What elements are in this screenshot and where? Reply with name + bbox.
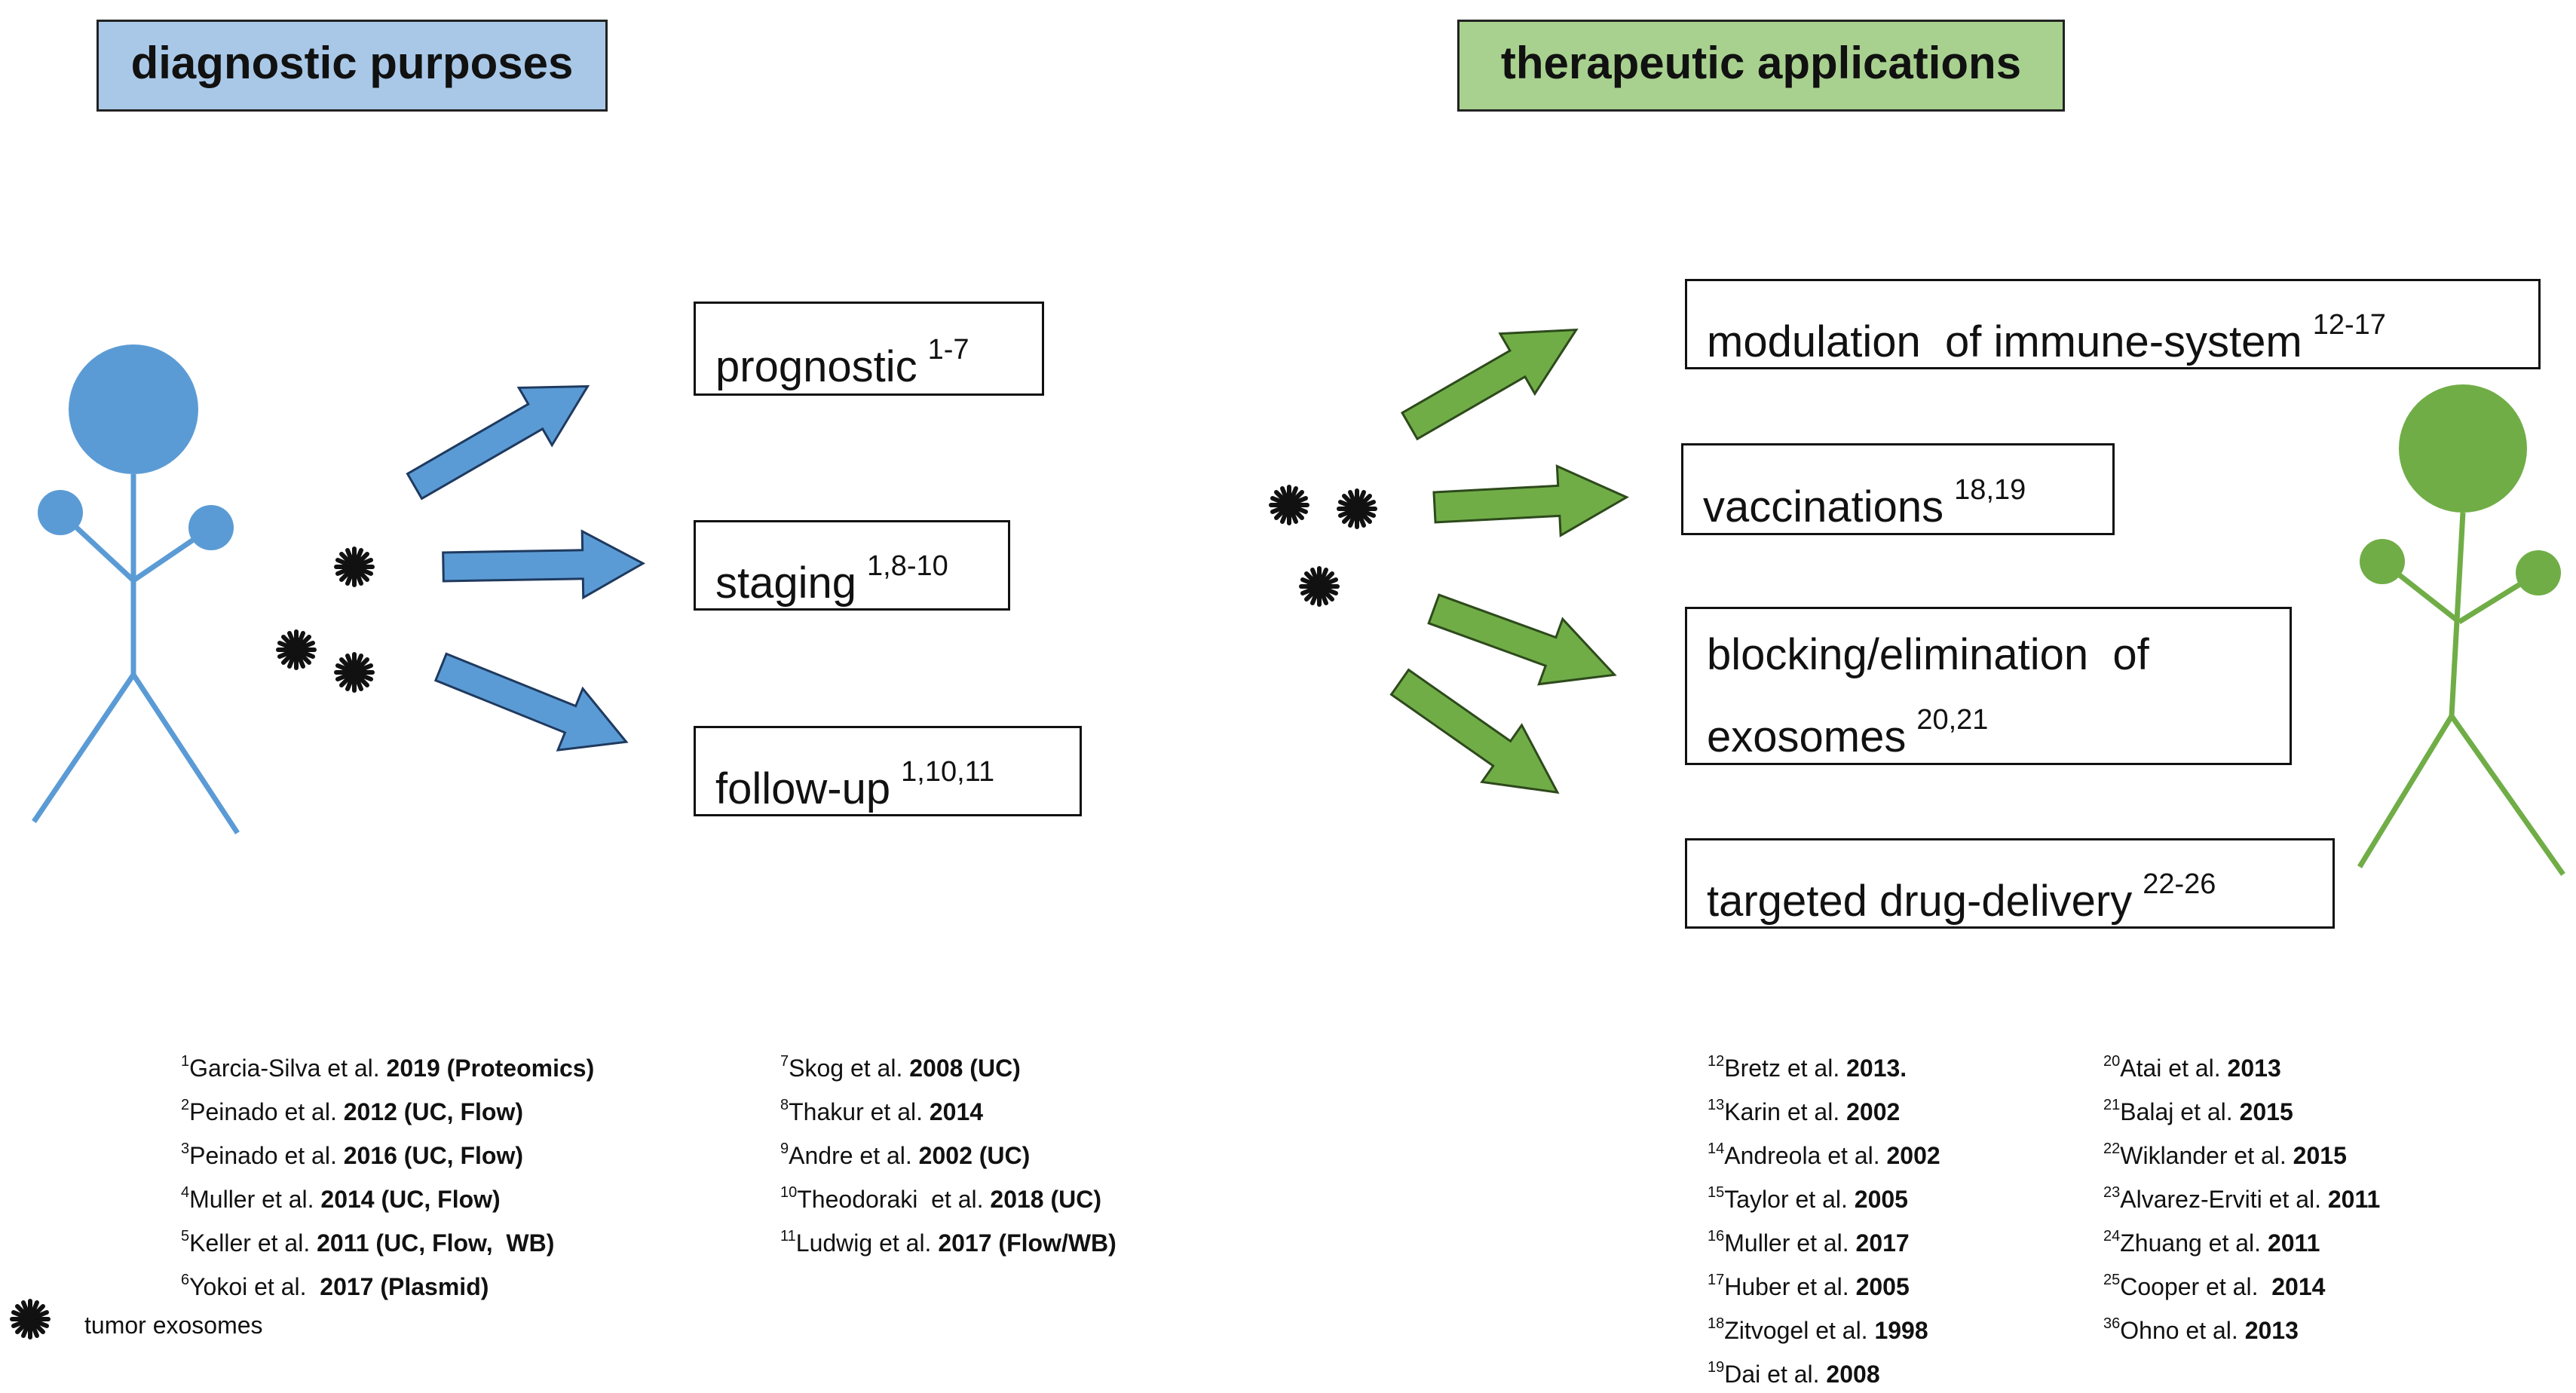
patient-figure-blue: [32, 344, 240, 834]
reference-item: 19Dai et al. 2008: [1708, 1359, 1880, 1388]
box-refs: 1-7: [927, 334, 969, 366]
reference-item: 5Keller et al. 2011 (UC, Flow, WB): [181, 1228, 555, 1257]
box-label: targeted drug-delivery: [1707, 877, 2133, 926]
arrow-immune: [1400, 328, 1579, 441]
prognostic-box: prognostic 1-7: [694, 302, 1044, 396]
box-label: follow-up: [715, 764, 891, 813]
reference-item: 20Atai et al. 2013: [2103, 1053, 2281, 1082]
arrow-vaccinations: [1432, 464, 1629, 537]
exosome-icon: [336, 654, 372, 690]
drug-delivery-box: targeted drug-delivery 22-26: [1685, 838, 2335, 929]
exosome-icon: [1339, 491, 1375, 527]
reference-item: 3Peinado et al. 2016 (UC, Flow): [181, 1140, 523, 1169]
references-column-1: 1Garcia-Silva et al. 2019 (Proteomics) 2…: [181, 1043, 594, 1306]
references-column-3: 12Bretz et al. 2013. 13Karin et al. 2002…: [1708, 1043, 1940, 1393]
exosome-icon: [1301, 568, 1337, 605]
reference-item: 18Zitvogel et al. 1998: [1708, 1315, 1928, 1344]
arrow-staging: [442, 529, 646, 600]
vaccinations-box: vaccinations 18,19: [1681, 443, 2115, 535]
reference-item: 2Peinado et al. 2012 (UC, Flow): [181, 1097, 523, 1125]
patient-figure-green: [2357, 384, 2565, 877]
box-refs: 18,19: [1954, 474, 2026, 506]
reference-item: 10Theodoraki et al. 2018 (UC): [780, 1184, 1101, 1213]
reference-item: 9Andre et al. 2002 (UC): [780, 1140, 1031, 1169]
box-label-line1: blocking/elimination of: [1707, 630, 2149, 679]
reference-item: 36Ohno et al. 2013: [2103, 1315, 2299, 1344]
reference-item: 14Andreola et al. 2002: [1708, 1140, 1940, 1169]
box-label: prognostic: [715, 342, 917, 391]
reference-item: 7Skog et al. 2008 (UC): [780, 1053, 1021, 1082]
box-refs: 1,8-10: [867, 550, 948, 582]
reference-item: 11Ludwig et al. 2017 (Flow/WB): [780, 1228, 1116, 1257]
reference-item: 25Cooper et al. 2014: [2103, 1272, 2326, 1300]
box-label: vaccinations: [1703, 482, 1944, 531]
reference-item: 6Yokoi et al. 2017 (Plasmid): [181, 1272, 489, 1300]
box-refs: 22-26: [2143, 868, 2216, 900]
reference-item: 17Huber et al. 2005: [1708, 1272, 1910, 1300]
arrow-follow-up: [433, 652, 629, 752]
box-refs: 20,21: [1916, 704, 1989, 736]
reference-item: 4Muller et al. 2014 (UC, Flow): [181, 1184, 501, 1213]
reference-item: 23Alvarez-Erviti et al. 2011: [2103, 1184, 2381, 1213]
diagnostic-header: diagnostic purposes: [96, 20, 608, 112]
legend-label: tumor exosomes: [84, 1312, 263, 1339]
box-label-line2: exosomes: [1707, 712, 1907, 761]
reference-item: 16Muller et al. 2017: [1708, 1228, 1910, 1257]
immune-modulation-box: modulation of immune-system 12-17: [1685, 279, 2541, 369]
follow-up-box: follow-up 1,10,11: [694, 726, 1082, 816]
diagram-canvas: [0, 328, 2565, 1352]
blocking-elimination-box: blocking/elimination of exosomes 20,21: [1685, 607, 2292, 765]
staging-box: staging 1,8-10: [694, 520, 1010, 611]
box-label: staging: [715, 559, 857, 608]
legend-exosome-icon: [12, 1301, 48, 1337]
reference-item: 22Wiklander et al. 2015: [2103, 1140, 2347, 1169]
reference-item: 8Thakur et al. 2014: [780, 1097, 984, 1125]
box-refs: 1,10,11: [901, 756, 995, 788]
reference-item: 12Bretz et al. 2013.: [1708, 1053, 1907, 1082]
arrow-drug-delivery: [1389, 668, 1560, 794]
references-column-4: 20Atai et al. 2013 21Balaj et al. 2015 2…: [2103, 1043, 2380, 1349]
arrow-blocking: [1427, 593, 1617, 686]
exosome-icon: [278, 632, 314, 668]
figure-head: [2399, 384, 2527, 513]
exosome-icon: [336, 549, 372, 585]
reference-item: 24Zhuang et al. 2011: [2103, 1228, 2320, 1257]
box-label: modulation of immune-system: [1707, 317, 2302, 366]
figure-head: [69, 344, 198, 474]
reference-item: 15Taylor et al. 2005: [1708, 1184, 1908, 1213]
arrow-prognostic: [406, 384, 590, 501]
reference-item: 1Garcia-Silva et al. 2019 (Proteomics): [181, 1053, 595, 1082]
therapeutic-header: therapeutic applications: [1457, 20, 2065, 112]
exosome-icon: [1271, 487, 1307, 523]
reference-item: 13Karin et al. 2002: [1708, 1097, 1901, 1125]
references-column-2: 7Skog et al. 2008 (UC) 8Thakur et al. 20…: [780, 1043, 1116, 1262]
box-refs: 12-17: [2312, 309, 2386, 341]
reference-item: 21Balaj et al. 2015: [2103, 1097, 2293, 1125]
